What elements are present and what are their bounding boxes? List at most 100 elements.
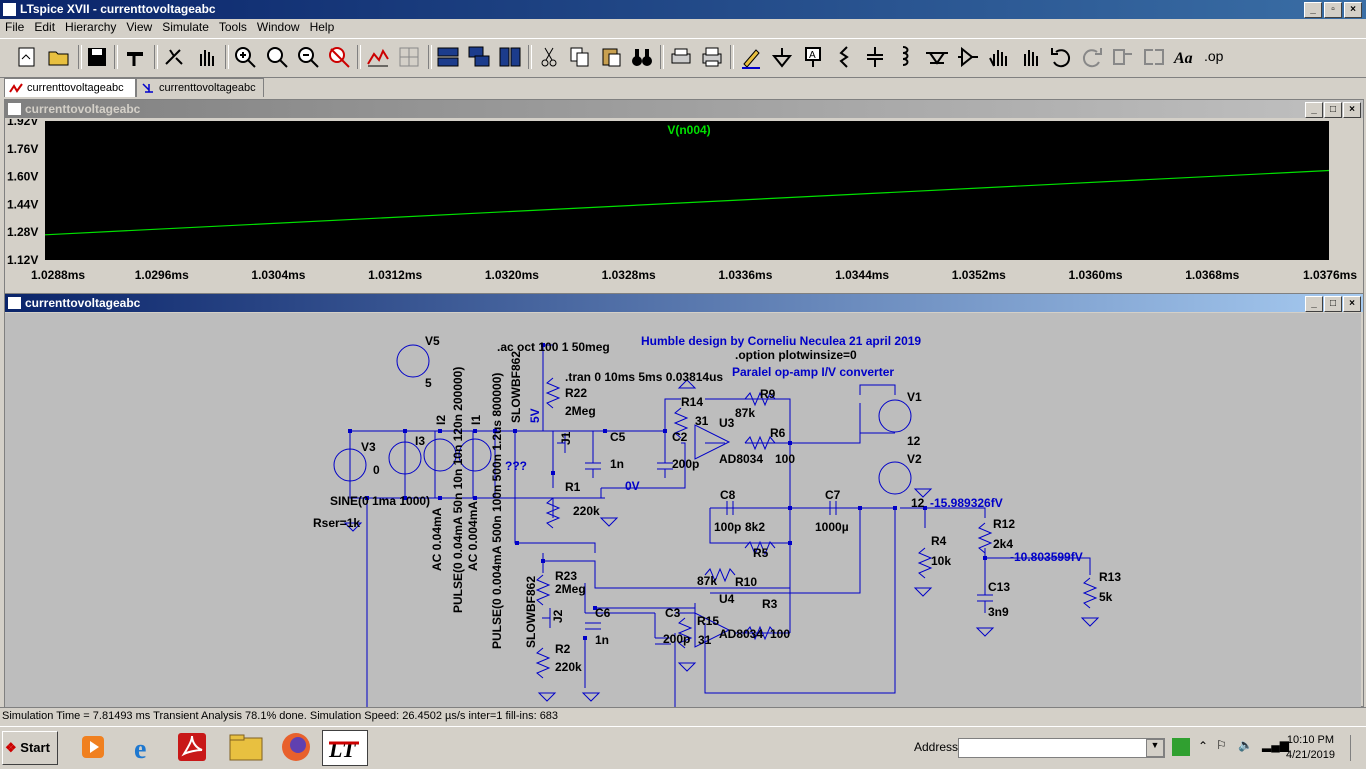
schematic-minimize-button[interactable]: _: [1305, 296, 1323, 312]
print-preview-icon[interactable]: [668, 44, 694, 70]
resistor-r9[interactable]: [744, 391, 776, 407]
control-panel-hammer-icon[interactable]: [122, 44, 148, 70]
tran-directive[interactable]: .tran 0 10ms 5ms 0.03814us: [565, 370, 723, 384]
resistor-r2[interactable]: [535, 647, 551, 679]
ac-directive[interactable]: .ac oct 100 1 50meg: [497, 340, 610, 354]
tile-vertical-icon[interactable]: [497, 44, 523, 70]
capacitor-c2[interactable]: [657, 458, 673, 478]
net-label-5v[interactable]: 5V: [528, 408, 542, 423]
source-v2[interactable]: [878, 461, 912, 495]
resistor-r10[interactable]: [704, 567, 736, 583]
resistor-r12[interactable]: [977, 522, 993, 554]
menu-file[interactable]: File: [5, 20, 25, 34]
mirror-icon[interactable]: [1141, 44, 1167, 70]
menu-help[interactable]: Help: [309, 20, 335, 34]
net-label-0v[interactable]: 0V: [625, 479, 640, 493]
minimize-button[interactable]: _: [1304, 2, 1322, 18]
schematic-drawing[interactable]: .ac oct 100 1 50meg .tran 0 10ms 5ms 0.0…: [5, 313, 1361, 707]
option-directive[interactable]: .option plotwinsize=0: [735, 348, 857, 362]
resistor-r14[interactable]: [673, 407, 689, 439]
resistor-r23[interactable]: [535, 574, 551, 606]
zoom-in-icon[interactable]: [232, 44, 258, 70]
undo-icon[interactable]: [1048, 44, 1074, 70]
draw-wire-pencil-icon[interactable]: [738, 44, 764, 70]
schematic-close-button[interactable]: ×: [1343, 296, 1361, 312]
ground-icon[interactable]: [769, 44, 795, 70]
copy-icon[interactable]: [567, 44, 593, 70]
capacitor-c5[interactable]: [585, 458, 601, 478]
move-hand-icon[interactable]: [986, 44, 1012, 70]
print-icon[interactable]: [699, 44, 725, 70]
tray-signal-icon[interactable]: ▂▄▆: [1262, 738, 1289, 752]
description-note[interactable]: Paralel op-amp I/V converter: [732, 365, 894, 379]
spice-directive-icon[interactable]: .op: [1203, 44, 1229, 70]
jfet-j2[interactable]: [542, 608, 551, 628]
resistor-r4[interactable]: [917, 547, 933, 579]
source-i3[interactable]: [388, 441, 422, 475]
menu-view[interactable]: View: [126, 20, 153, 34]
media-player-icon[interactable]: [72, 730, 116, 764]
close-button[interactable]: ×: [1344, 2, 1362, 18]
grid-icon[interactable]: [396, 44, 422, 70]
menu-hierarchy[interactable]: Hierarchy: [65, 20, 117, 34]
tray-volume-icon[interactable]: 🔈: [1238, 738, 1253, 752]
tab-schematic[interactable]: currenttovoltageabc: [136, 78, 264, 97]
zoom-fit-icon[interactable]: [326, 44, 352, 70]
menu-tools[interactable]: Tools: [218, 20, 247, 34]
capacitor-c6[interactable]: [585, 622, 601, 630]
go-arrow-icon[interactable]: [1172, 738, 1190, 756]
capacitor-c7[interactable]: [829, 501, 837, 515]
open-schematic-icon[interactable]: [14, 44, 40, 70]
trace-v-n004[interactable]: [44, 169, 1330, 236]
menu-window[interactable]: Window: [256, 20, 300, 34]
capacitor-c8[interactable]: [726, 501, 734, 515]
tray-chevron-icon[interactable]: ⌃: [1198, 739, 1209, 753]
schematic-maximize-button[interactable]: □: [1324, 296, 1342, 312]
opamp-u4[interactable]: [694, 612, 731, 648]
tab-waveform[interactable]: currenttovoltageabc: [4, 78, 136, 97]
open-folder-icon[interactable]: [46, 44, 72, 70]
address-input[interactable]: [958, 738, 1165, 758]
resistor-r3[interactable]: [744, 625, 776, 641]
waveform-maximize-button[interactable]: □: [1324, 102, 1342, 118]
source-i1[interactable]: [458, 438, 492, 472]
file-explorer-icon[interactable]: [224, 730, 268, 764]
internet-explorer-icon[interactable]: e: [124, 730, 168, 765]
net-label-icon[interactable]: A: [800, 44, 826, 70]
inductor-icon[interactable]: [893, 44, 919, 70]
rotate-icon[interactable]: [1110, 44, 1136, 70]
redo-icon[interactable]: [1079, 44, 1105, 70]
menu-edit[interactable]: Edit: [34, 20, 56, 34]
resistor-r22[interactable]: [545, 377, 561, 409]
restore-button[interactable]: ▫: [1324, 2, 1342, 18]
jfet-j1[interactable]: [557, 433, 566, 453]
ltspice-taskbar-icon[interactable]: LT: [322, 730, 368, 766]
capacitor-c3[interactable]: [655, 637, 671, 645]
waveform-close-button[interactable]: ×: [1343, 102, 1361, 118]
capacitor-c13[interactable]: [977, 575, 993, 613]
credit-note[interactable]: Humble design by Corneliu Neculea 21 apr…: [641, 334, 921, 348]
find-binoculars-icon[interactable]: [629, 44, 655, 70]
cascade-windows-icon[interactable]: [466, 44, 492, 70]
paste-icon[interactable]: [598, 44, 624, 70]
menu-simulate[interactable]: Simulate: [162, 20, 209, 34]
show-desktop-button[interactable]: [1350, 735, 1363, 761]
system-clock[interactable]: 10:10 PM 4/21/2019: [1286, 733, 1335, 763]
start-button[interactable]: ❖ Start: [2, 731, 58, 765]
source-i2[interactable]: [423, 438, 457, 472]
schematic-canvas[interactable]: .ac oct 100 1 50meg .tran 0 10ms 5ms 0.0…: [5, 313, 1361, 707]
tile-horizontal-icon[interactable]: [435, 44, 461, 70]
resistor-r13[interactable]: [1082, 577, 1098, 609]
address-dropdown-icon[interactable]: ▼: [1146, 739, 1164, 757]
resistor-icon[interactable]: [831, 44, 857, 70]
autorange-icon[interactable]: [365, 44, 391, 70]
cut-scissors-icon[interactable]: [536, 44, 562, 70]
pan-hand-icon[interactable]: [193, 44, 219, 70]
resistor-r5[interactable]: [744, 540, 776, 556]
trace-label[interactable]: V(n004): [667, 123, 710, 137]
opamp-u3[interactable]: [694, 424, 731, 460]
text-icon[interactable]: Aa: [1172, 44, 1198, 70]
diode-icon[interactable]: [924, 44, 950, 70]
